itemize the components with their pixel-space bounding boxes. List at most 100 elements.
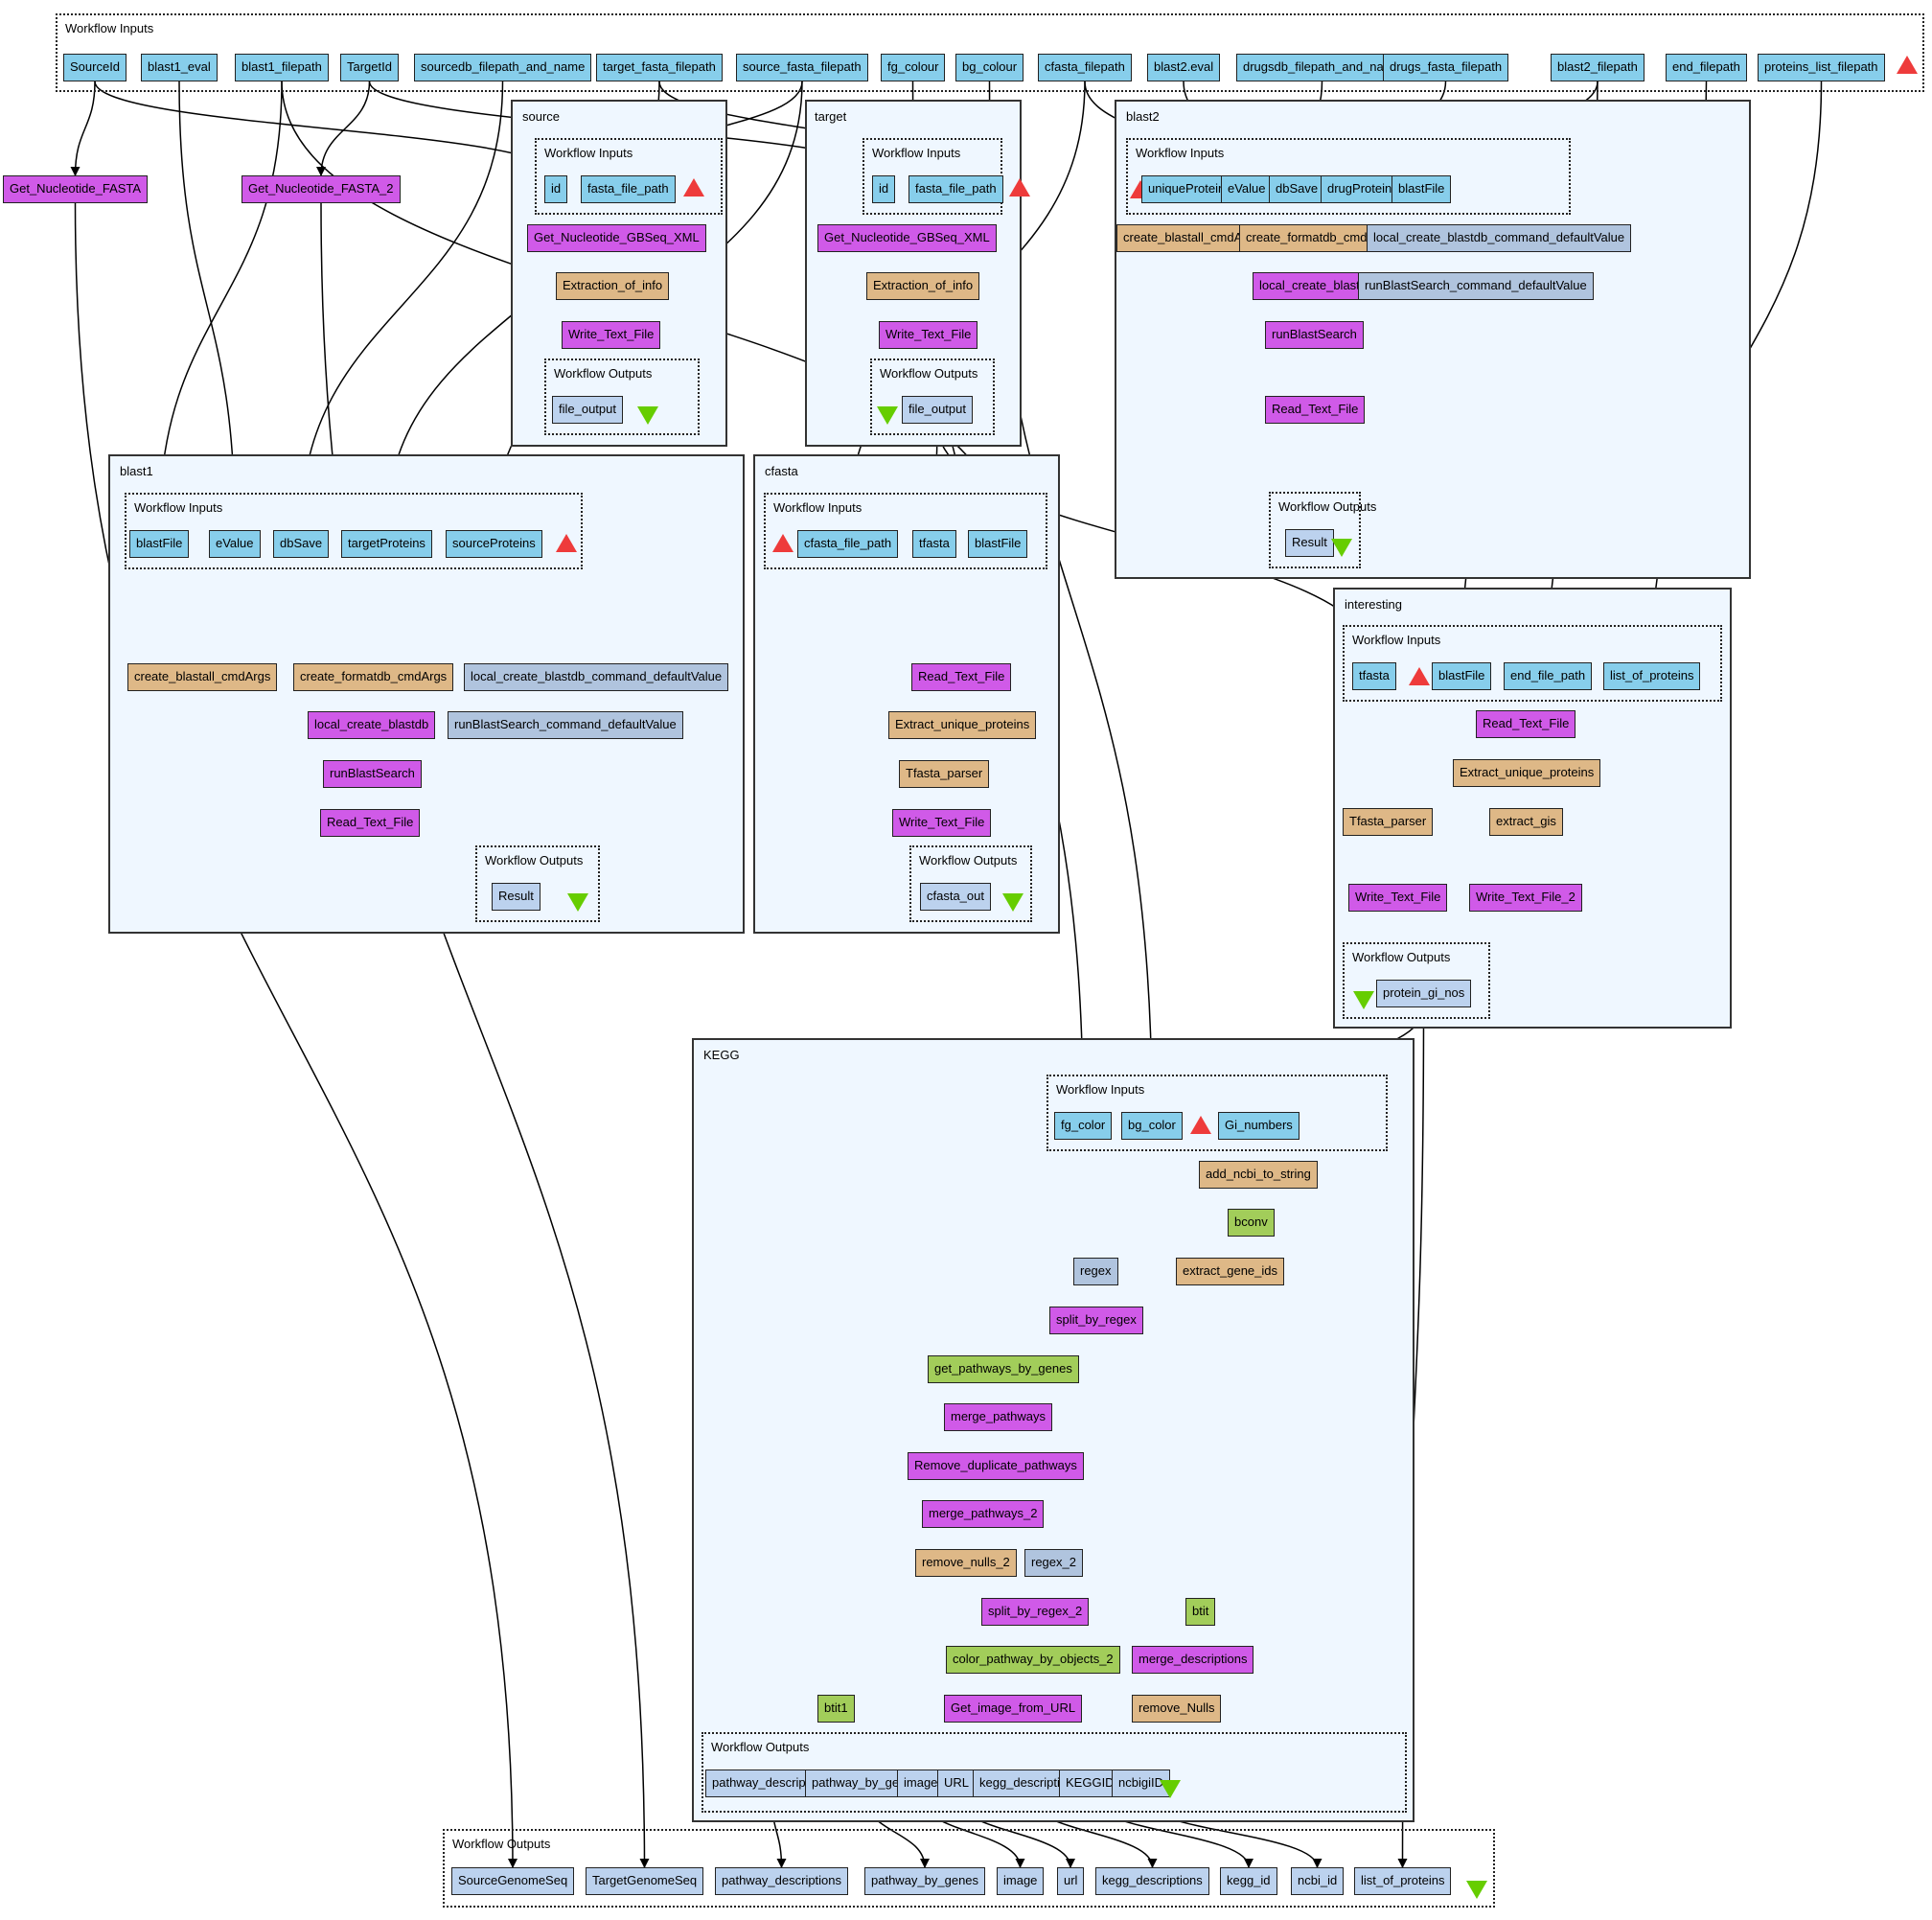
output-image[interactable]: image <box>997 1867 1045 1895</box>
kegg-remove-nulls[interactable]: remove_Nulls <box>1132 1695 1222 1723</box>
kegg-get-image-from-url[interactable]: Get_image_from_URL <box>944 1695 1083 1723</box>
interesting-input-end-file-path[interactable]: end_file_path <box>1504 662 1593 690</box>
blast1-local-create-blastdb-command-defaultvalue[interactable]: local_create_blastdb_command_defaultValu… <box>464 663 729 691</box>
kegg-split-by-regex-2[interactable]: split_by_regex_2 <box>981 1598 1090 1626</box>
blast1-runblastsearch-command-defaultvalue[interactable]: runBlastSearch_command_defaultValue <box>448 711 683 739</box>
input-blast2-eval[interactable]: blast2.eval <box>1147 54 1221 81</box>
blast2-read-text-file[interactable]: Read_Text_File <box>1265 396 1366 424</box>
source-output-file-output[interactable]: file_output <box>552 396 623 424</box>
input-blast2-filepath[interactable]: blast2_filepath <box>1551 54 1644 81</box>
kegg-add-ncbi-to-string[interactable]: add_ncbi_to_string <box>1199 1161 1318 1189</box>
output-pathway-descriptions[interactable]: pathway_descriptions <box>715 1867 849 1895</box>
kegg-output-url[interactable]: URL <box>937 1770 977 1797</box>
target-input-fasta-file-path[interactable]: fasta_file_path <box>908 175 1003 203</box>
input-bg-colour[interactable]: bg_colour <box>955 54 1024 81</box>
kegg-btit[interactable]: btit <box>1185 1598 1216 1626</box>
cfasta-output-cfasta-out[interactable]: cfasta_out <box>920 883 991 911</box>
blast2-input-uniqueproteins[interactable]: uniqueProteins <box>1141 175 1238 203</box>
kegg-btit1[interactable]: btit1 <box>817 1695 855 1723</box>
kegg-merge-descriptions[interactable]: merge_descriptions <box>1132 1646 1254 1674</box>
input-end-filepath[interactable]: end_filepath <box>1666 54 1747 81</box>
processor-get-nucleotide-fasta[interactable]: Get_Nucleotide_FASTA <box>3 175 149 203</box>
kegg-split-by-regex[interactable]: split_by_regex <box>1049 1307 1143 1334</box>
blast1-input-sourceproteins[interactable]: sourceProteins <box>446 530 542 558</box>
kegg-input-fg-color[interactable]: fg_color <box>1054 1112 1113 1140</box>
blast2-runblastsearch[interactable]: runBlastSearch <box>1265 321 1364 349</box>
input-blast1-eval[interactable]: blast1_eval <box>141 54 218 81</box>
cfasta-read-text-file[interactable]: Read_Text_File <box>911 663 1012 691</box>
source-input-fasta-file-path[interactable]: fasta_file_path <box>581 175 676 203</box>
input-proteins-list-filepath[interactable]: proteins_list_filepath <box>1758 54 1885 81</box>
output-ncbi-id[interactable]: ncbi_id <box>1291 1867 1345 1895</box>
target-get-nucleotide-gbseq-xml[interactable]: Get_Nucleotide_GBSeq_XML <box>817 224 997 252</box>
blast2-runblastsearch-command-defaultvalue[interactable]: runBlastSearch_command_defaultValue <box>1358 272 1594 300</box>
source-input-id[interactable]: id <box>544 175 568 203</box>
source-write-text-file[interactable]: Write_Text_File <box>562 321 661 349</box>
target-extraction-of-info[interactable]: Extraction_of_info <box>866 272 980 300</box>
kegg-get-pathways-by-genes[interactable]: get_pathways_by_genes <box>928 1355 1079 1383</box>
output-pathway-by-genes[interactable]: pathway_by_genes <box>864 1867 986 1895</box>
blast1-input-evalue[interactable]: eValue <box>209 530 261 558</box>
source-extraction-of-info[interactable]: Extraction_of_info <box>556 272 670 300</box>
interesting-read-text-file[interactable]: Read_Text_File <box>1476 710 1576 738</box>
kegg-merge-pathways-2[interactable]: merge_pathways_2 <box>922 1500 1045 1528</box>
blast2-output-result[interactable]: Result <box>1285 529 1334 557</box>
kegg-remove-duplicate-pathways[interactable]: Remove_duplicate_pathways <box>908 1452 1084 1480</box>
interesting-extract-gis[interactable]: extract_gis <box>1489 808 1563 836</box>
input-target-fasta-filepath[interactable]: target_fasta_filepath <box>596 54 723 81</box>
kegg-merge-pathways[interactable]: merge_pathways <box>944 1403 1052 1431</box>
input-sourceid[interactable]: SourceId <box>63 54 127 81</box>
blast1-local-create-blastdb[interactable]: local_create_blastdb <box>308 711 436 739</box>
kegg-regex-2[interactable]: regex_2 <box>1024 1549 1083 1577</box>
cfasta-input-blastfile[interactable]: blastFile <box>968 530 1028 558</box>
input-fg-colour[interactable]: fg_colour <box>881 54 946 81</box>
input-sourcedb-filepath-and-name[interactable]: sourcedb_filepath_and_name <box>414 54 592 81</box>
output-kegg-descriptions[interactable]: kegg_descriptions <box>1095 1867 1209 1895</box>
output-targetgenomeseq[interactable]: TargetGenomeSeq <box>586 1867 704 1895</box>
input-cfasta-filepath[interactable]: cfasta_filepath <box>1038 54 1132 81</box>
interesting-write-text-file-2[interactable]: Write_Text_File_2 <box>1469 884 1582 912</box>
kegg-color-pathway-by-objects-2[interactable]: color_pathway_by_objects_2 <box>946 1646 1120 1674</box>
input-drugsdb-filepath-and-name[interactable]: drugsdb_filepath_and_name <box>1236 54 1408 81</box>
interesting-write-text-file[interactable]: Write_Text_File <box>1348 884 1448 912</box>
target-output-file-output[interactable]: file_output <box>902 396 973 424</box>
processor-get-nucleotide-fasta-2[interactable]: Get_Nucleotide_FASTA_2 <box>242 175 401 203</box>
interesting-input-blastfile[interactable]: blastFile <box>1432 662 1492 690</box>
target-input-id[interactable]: id <box>872 175 896 203</box>
output-sourcegenomeseq[interactable]: SourceGenomeSeq <box>451 1867 575 1895</box>
interesting-tfasta-parser[interactable]: Tfasta_parser <box>1343 808 1434 836</box>
target-write-text-file[interactable]: Write_Text_File <box>879 321 978 349</box>
blast2-input-dbsave[interactable]: dbSave <box>1269 175 1325 203</box>
blast2-input-evalue[interactable]: eValue <box>1221 175 1273 203</box>
interesting-extract-unique-proteins[interactable]: Extract_unique_proteins <box>1453 759 1601 787</box>
output-url[interactable]: url <box>1057 1867 1085 1895</box>
cfasta-tfasta-parser[interactable]: Tfasta_parser <box>899 760 990 788</box>
cfasta-extract-unique-proteins[interactable]: Extract_unique_proteins <box>888 711 1037 739</box>
input-targetid[interactable]: TargetId <box>340 54 399 81</box>
interesting-input-list-of-proteins[interactable]: list_of_proteins <box>1603 662 1701 690</box>
interesting-input-tfasta[interactable]: tfasta <box>1352 662 1396 690</box>
blast2-input-blastfile[interactable]: blastFile <box>1392 175 1452 203</box>
blast1-runblastsearch[interactable]: runBlastSearch <box>323 760 422 788</box>
kegg-output-keggid[interactable]: KEGGID <box>1059 1770 1121 1797</box>
cfasta-input-cfasta-file-path[interactable]: cfasta_file_path <box>797 530 899 558</box>
kegg-input-gi-numbers[interactable]: Gi_numbers <box>1218 1112 1300 1140</box>
cfasta-write-text-file[interactable]: Write_Text_File <box>892 809 992 837</box>
cfasta-input-tfasta[interactable]: tfasta <box>912 530 956 558</box>
output-kegg-id[interactable]: kegg_id <box>1220 1867 1277 1895</box>
kegg-regex[interactable]: regex <box>1073 1258 1118 1285</box>
kegg-output-image[interactable]: image <box>897 1770 945 1797</box>
source-get-nucleotide-gbseq-xml[interactable]: Get_Nucleotide_GBSeq_XML <box>527 224 706 252</box>
input-source-fasta-filepath[interactable]: source_fasta_filepath <box>736 54 868 81</box>
blast1-input-dbsave[interactable]: dbSave <box>273 530 330 558</box>
blast1-create-blastall-cmdargs[interactable]: create_blastall_cmdArgs <box>127 663 278 691</box>
output-list-of-proteins[interactable]: list_of_proteins <box>1354 1867 1452 1895</box>
blast1-read-text-file[interactable]: Read_Text_File <box>320 809 421 837</box>
blast2-local-create-blastdb-command-defaultvalue[interactable]: local_create_blastdb_command_defaultValu… <box>1367 224 1632 252</box>
kegg-extract-gene-ids[interactable]: extract_gene_ids <box>1176 1258 1285 1285</box>
input-blast1-filepath[interactable]: blast1_filepath <box>235 54 329 81</box>
blast1-input-targetproteins[interactable]: targetProteins <box>341 530 432 558</box>
kegg-bconv[interactable]: bconv <box>1228 1209 1275 1237</box>
blast2-input-drugproteins[interactable]: drugProteins <box>1321 175 1405 203</box>
input-drugs-fasta-filepath[interactable]: drugs_fasta_filepath <box>1383 54 1509 81</box>
